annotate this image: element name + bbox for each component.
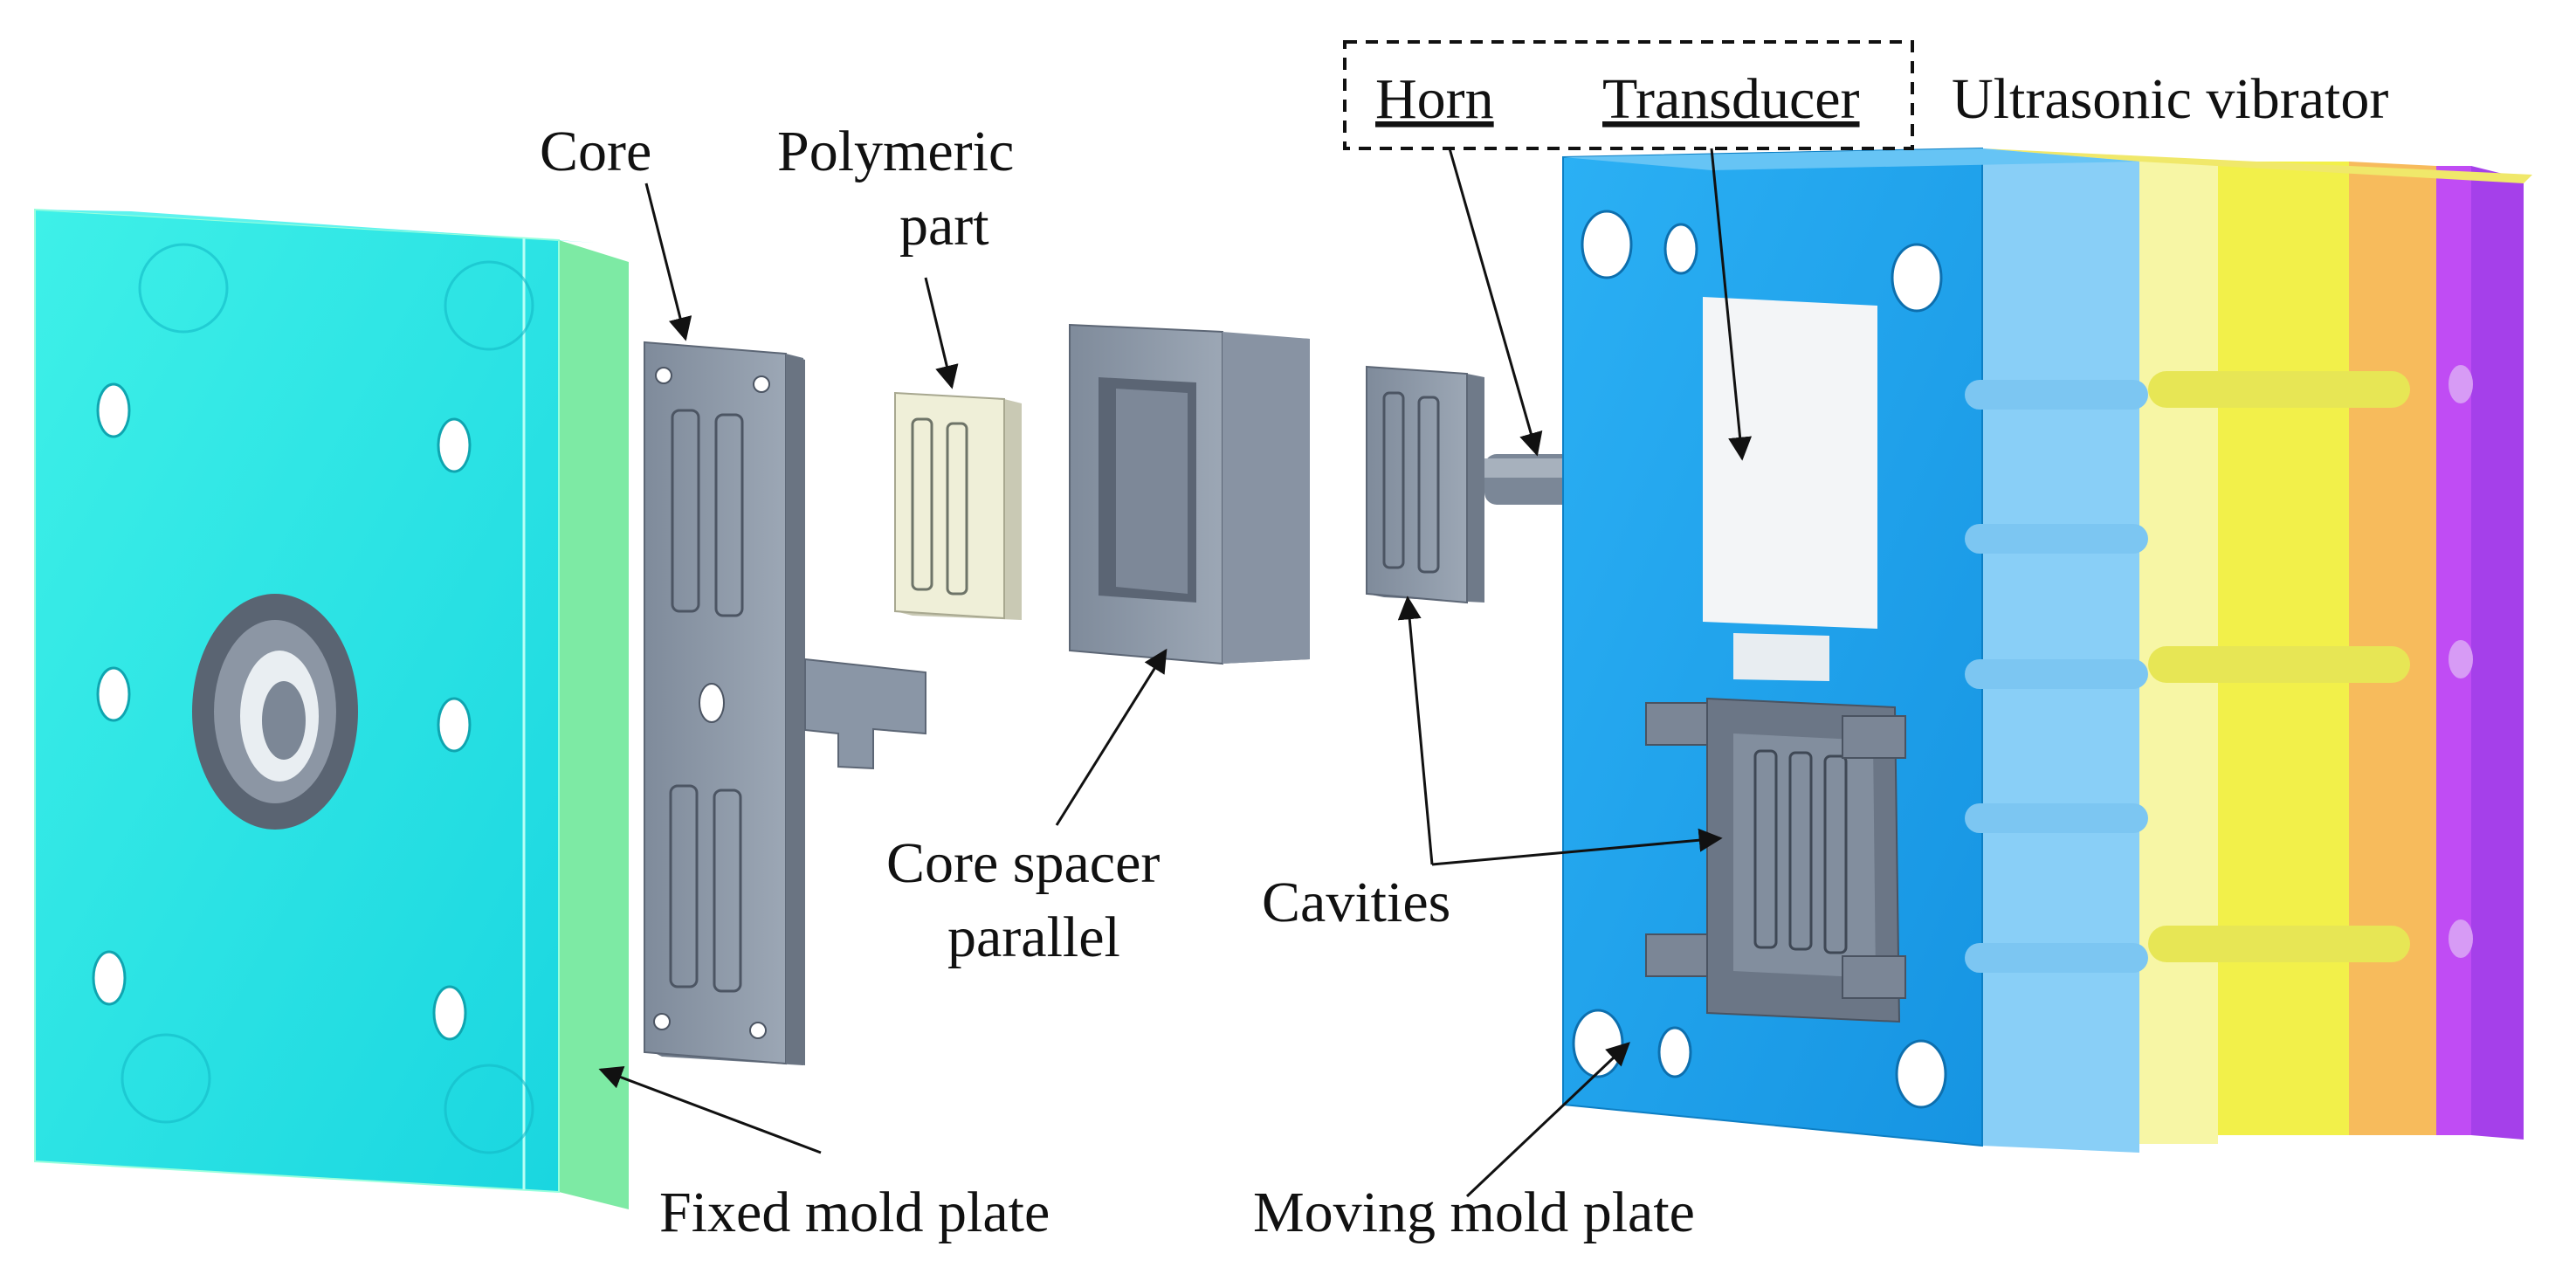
cavity-insert bbox=[1366, 365, 1484, 604]
arrow-core-spacer bbox=[1055, 648, 1167, 826]
arrow-horn bbox=[1448, 148, 1543, 457]
leader-arrows bbox=[598, 148, 1753, 1198]
arrow-moving-plate bbox=[1465, 1042, 1630, 1198]
ultrasonic-vibrator-box bbox=[1343, 40, 1914, 150]
moving-mold-plate bbox=[1562, 147, 2148, 1153]
label-fixed-mold-plate: Fixed mold plate bbox=[659, 1181, 1050, 1244]
fixed-mold-plate bbox=[34, 208, 629, 1209]
arrow-core bbox=[644, 183, 692, 341]
polymeric-part bbox=[894, 391, 1022, 620]
core bbox=[644, 341, 926, 1065]
arrow-cavities-2 bbox=[1431, 828, 1723, 866]
label-horn: Horn bbox=[1375, 67, 1494, 131]
label-ultrasonic-vibrator: Ultrasonic vibrator bbox=[1952, 67, 2388, 131]
label-cavities: Cavities bbox=[1262, 871, 1450, 934]
label-moving-mold-plate: Moving mold plate bbox=[1253, 1181, 1695, 1244]
core-spacer-parallel bbox=[1069, 323, 1310, 665]
arrow-polymeric-part bbox=[924, 277, 959, 389]
label-core-spacer-1: Core spacer bbox=[886, 831, 1160, 895]
arrow-transducer bbox=[1710, 148, 1753, 461]
label-polymeric-part-1: Polymeric bbox=[777, 120, 1014, 183]
label-transducer: Transducer bbox=[1602, 67, 1860, 131]
ultrasonic-vibrator-stack bbox=[1982, 148, 2532, 1144]
arrow-fixed-plate bbox=[598, 1065, 822, 1154]
label-core-spacer-2: parallel bbox=[947, 906, 1120, 969]
label-polymeric-part-2: part bbox=[899, 194, 989, 258]
arrow-cavities-1 bbox=[1397, 596, 1434, 865]
label-core: Core bbox=[540, 120, 651, 183]
